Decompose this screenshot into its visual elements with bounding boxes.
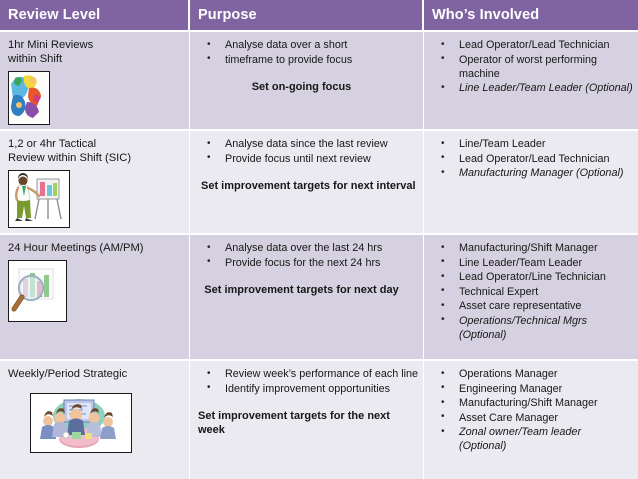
involved-bullet-list: Line/Team Leader Lead Operator/Lead Tech… xyxy=(432,136,634,180)
purpose-bullet-list: Analyse data over a short timeframe to p… xyxy=(198,37,419,67)
table-row: 1,2 or 4hr Tactical Review within Shift … xyxy=(0,129,638,233)
list-item: Zonal owner/Team leader (Optional) xyxy=(432,425,634,453)
review-level-title: 1,2 or 4hr Tactical Review within Shift … xyxy=(8,138,132,164)
cell-whos-involved: Manufacturing/Shift Manager Line Leader/… xyxy=(424,235,638,359)
list-item: Manufacturing/Shift Manager xyxy=(432,240,634,255)
list-item: Line Leader/Team Leader xyxy=(432,255,634,270)
list-item: Line Leader/Team Leader (Optional) xyxy=(432,81,634,95)
list-item: Lead Operator/Lead Technician xyxy=(432,37,634,52)
table-row: 1hr Mini Reviews within Shift Ana xyxy=(0,30,638,129)
list-item: Line/Team Leader xyxy=(432,136,634,151)
cell-whos-involved: Operations Manager Engineering Manager M… xyxy=(424,361,638,479)
magnifier-barchart-image xyxy=(8,260,67,322)
column-header-purpose: Purpose xyxy=(190,0,424,30)
involved-bullet-list: Lead Operator/Lead Technician Operator o… xyxy=(432,37,634,95)
list-item: Provide focus for the next 24 hrs xyxy=(198,255,419,270)
presenter-flipchart-image xyxy=(8,170,70,228)
involved-bullet-list: Manufacturing/Shift Manager Line Leader/… xyxy=(432,240,634,342)
list-item: Technical Expert xyxy=(432,284,634,299)
review-level-title: Weekly/Period Strategic xyxy=(8,368,128,380)
list-item: Review week’s performance of each line xyxy=(198,366,419,381)
people-collage-image xyxy=(8,71,50,125)
purpose-emphasis: Set improvement targets for next interva… xyxy=(201,179,416,192)
list-item: Manufacturing/Shift Manager xyxy=(432,396,634,410)
column-header-whos-involved: Who’s Involved xyxy=(424,0,638,30)
cell-whos-involved: Lead Operator/Lead Technician Operator o… xyxy=(424,32,638,129)
review-level-title: 1hr Mini Reviews within Shift xyxy=(8,39,94,65)
purpose-emphasis: Set on-going focus xyxy=(251,80,352,93)
list-item: Analyse data since the last review xyxy=(198,136,419,151)
cell-review-level: Weekly/Period Strategic xyxy=(0,361,190,479)
list-item: Manufacturing Manager (Optional) xyxy=(432,166,634,180)
list-item: Lead Operator/Line Technician xyxy=(432,270,634,284)
list-item: Operations/Technical Mgrs (Optional) xyxy=(432,313,634,342)
list-item: Operator of worst performing machine xyxy=(432,52,634,81)
purpose-bullet-list: Review week’s performance of each line I… xyxy=(198,366,419,396)
table-row: 24 Hour Meetings (AM/PM) Analyse xyxy=(0,233,638,359)
list-item: Asset Care Manager xyxy=(432,410,634,425)
involved-bullet-list: Operations Manager Engineering Manager M… xyxy=(432,366,634,454)
cell-review-level: 1,2 or 4hr Tactical Review within Shift … xyxy=(0,131,190,233)
list-item: Engineering Manager xyxy=(432,381,634,396)
cell-review-level: 24 Hour Meetings (AM/PM) xyxy=(0,235,190,359)
list-item: Identify improvement opportunities xyxy=(198,381,419,396)
list-item: timeframe to provide focus xyxy=(198,52,419,67)
meeting-room-image xyxy=(30,393,132,453)
purpose-emphasis: Set improvement targets for next day xyxy=(204,283,399,296)
purpose-bullet-list: Analyse data over the last 24 hrs Provid… xyxy=(198,240,419,270)
list-item: Analyse data over a short xyxy=(198,37,419,52)
list-item: Provide focus until next review xyxy=(198,151,419,166)
cell-purpose: Analyse data over a short timeframe to p… xyxy=(190,32,424,129)
purpose-emphasis: Set improvement targets for the next wee… xyxy=(198,409,390,436)
purpose-bullet-list: Analyse data since the last review Provi… xyxy=(198,136,419,166)
cell-review-level: 1hr Mini Reviews within Shift xyxy=(0,32,190,129)
review-level-title: 24 Hour Meetings (AM/PM) xyxy=(8,242,144,254)
cell-whos-involved: Line/Team Leader Lead Operator/Lead Tech… xyxy=(424,131,638,233)
cell-purpose: Analyse data over the last 24 hrs Provid… xyxy=(190,235,424,359)
list-item: Operations Manager xyxy=(432,366,634,381)
list-item: Asset care representative xyxy=(432,299,634,313)
list-item: Lead Operator/Lead Technician xyxy=(432,151,634,166)
list-item: Analyse data over the last 24 hrs xyxy=(198,240,419,255)
table-header-row: Review Level Purpose Who’s Involved xyxy=(0,0,638,30)
column-header-review-level: Review Level xyxy=(0,0,190,30)
cell-purpose: Analyse data since the last review Provi… xyxy=(190,131,424,233)
table-row: Weekly/Period Strategic xyxy=(0,359,638,479)
cell-purpose: Review week’s performance of each line I… xyxy=(190,361,424,479)
